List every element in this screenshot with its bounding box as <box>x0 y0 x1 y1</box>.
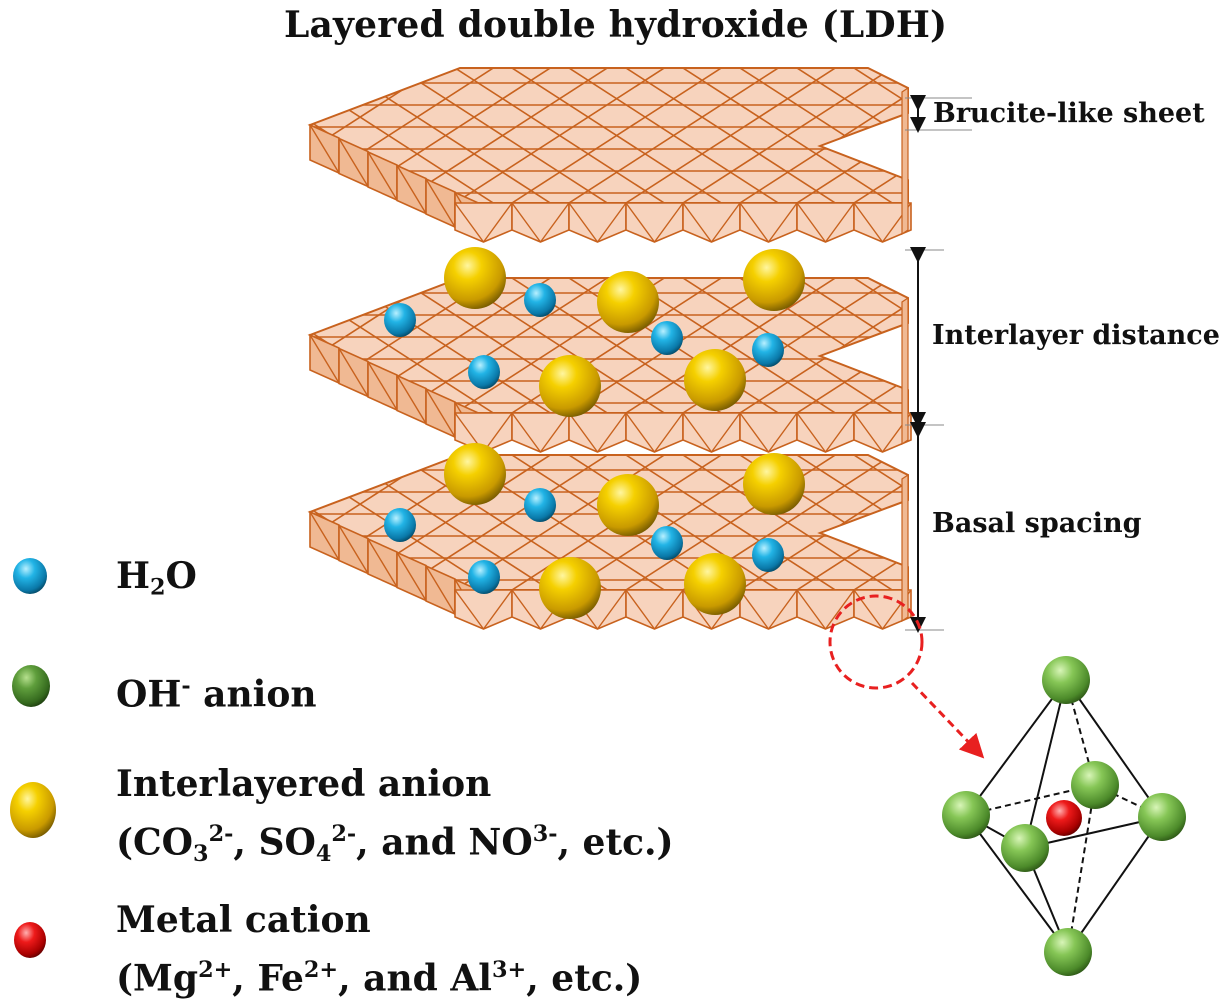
h2o-sphere <box>651 321 683 355</box>
legend-h2o-rest: O <box>165 555 197 597</box>
metal-cation-sphere <box>1046 800 1082 836</box>
octahedron-callout <box>828 594 985 759</box>
legend-metal-label: Metal cation <box>116 899 371 941</box>
interlayered-anion-sphere <box>444 247 506 309</box>
interlayered-anion-sphere <box>684 349 746 411</box>
h2o-sphere <box>384 508 416 542</box>
h2o-sphere <box>651 526 683 560</box>
interlayered-anion-sphere <box>684 553 746 615</box>
legend-metal-part: , and Al <box>338 957 492 1000</box>
legend-metal-part: (Mg <box>116 957 199 1000</box>
legend-anion-sub: 3 <box>193 841 209 868</box>
legend-metal-sup: 2+ <box>198 957 233 983</box>
callout-arrow <box>910 681 985 759</box>
interlayered-anion-sphere <box>444 443 506 505</box>
brucite-sheet <box>307 67 912 243</box>
legend-h2o-sub: 2 <box>150 574 166 601</box>
interlayered-anion-sphere <box>539 557 601 619</box>
legend-oh-sup: - <box>181 673 191 699</box>
legend-anion-part: (CO <box>116 821 194 864</box>
interlayer-distance-label: Interlayer distance <box>932 320 1220 351</box>
legend-oh-name: OH <box>116 673 182 716</box>
oh-sphere <box>1044 928 1092 976</box>
legend-anion-icon <box>10 782 56 838</box>
oh-sphere <box>1042 656 1090 704</box>
legend-h2o-icon <box>13 558 47 594</box>
legend-metal-sup: 2+ <box>303 957 339 983</box>
diagram-title: Layered double hydroxide (LDH) <box>284 4 948 46</box>
legend-metal-part: , Fe <box>232 957 304 1000</box>
oh-sphere <box>942 791 990 839</box>
interlayered-anion-sphere <box>597 474 659 536</box>
oh-sphere <box>1071 761 1119 809</box>
legend-anion-sup: 2- <box>208 821 234 847</box>
legend-oh-icon <box>12 665 50 707</box>
h2o-sphere <box>384 303 416 337</box>
oh-sphere <box>1138 793 1186 841</box>
legend-anion-part: , etc.) <box>557 821 674 864</box>
h2o-sphere <box>524 283 556 317</box>
legend-metal-sup: 3+ <box>491 957 527 983</box>
callout-circle <box>828 594 924 690</box>
legend-anion-part: , and NO <box>356 821 533 864</box>
legend-anion-label: Interlayered anion <box>116 763 492 805</box>
legend-oh-label: OH- anion <box>116 664 317 716</box>
dimension-markers <box>905 95 972 633</box>
interlayer-spheres <box>384 247 805 619</box>
h2o-sphere <box>752 333 784 367</box>
h2o-sphere <box>524 488 556 522</box>
legend-anion-sup: 2- <box>331 821 357 847</box>
legend-h2o-label: H2O <box>116 554 197 610</box>
h2o-sphere <box>752 538 784 572</box>
legend-anion-part: , SO <box>233 821 316 864</box>
h2o-sphere <box>468 355 500 389</box>
basal-spacing-label: Basal spacing <box>932 508 1142 539</box>
legend-metal-part: , etc.) <box>526 957 643 1000</box>
legend-oh-rest: anion <box>190 673 317 716</box>
interlayered-anion-sphere <box>743 453 805 515</box>
legend-symbols <box>10 558 56 958</box>
legend-metal-icon <box>14 922 46 958</box>
legend-anion-examples: (CO32-, SO42-, and NO3-, etc.) <box>116 812 674 876</box>
oh-sphere <box>1001 824 1049 872</box>
legend-h2o-name: H <box>116 555 151 597</box>
octahedron-detail <box>942 656 1186 976</box>
interlayered-anion-sphere <box>743 249 805 311</box>
h2o-sphere <box>468 560 500 594</box>
interlayered-anion-sphere <box>539 355 601 417</box>
legend-anion-sub: 4 <box>315 841 332 868</box>
legend-metal-examples: (Mg2+, Fe2+, and Al3+, etc.) <box>116 948 642 1000</box>
legend-anion-sup: 3- <box>532 821 558 847</box>
brucite-sheet <box>307 277 912 453</box>
brucite-sheet-label: Brucite-like sheet <box>933 98 1205 129</box>
interlayered-anion-sphere <box>597 271 659 333</box>
